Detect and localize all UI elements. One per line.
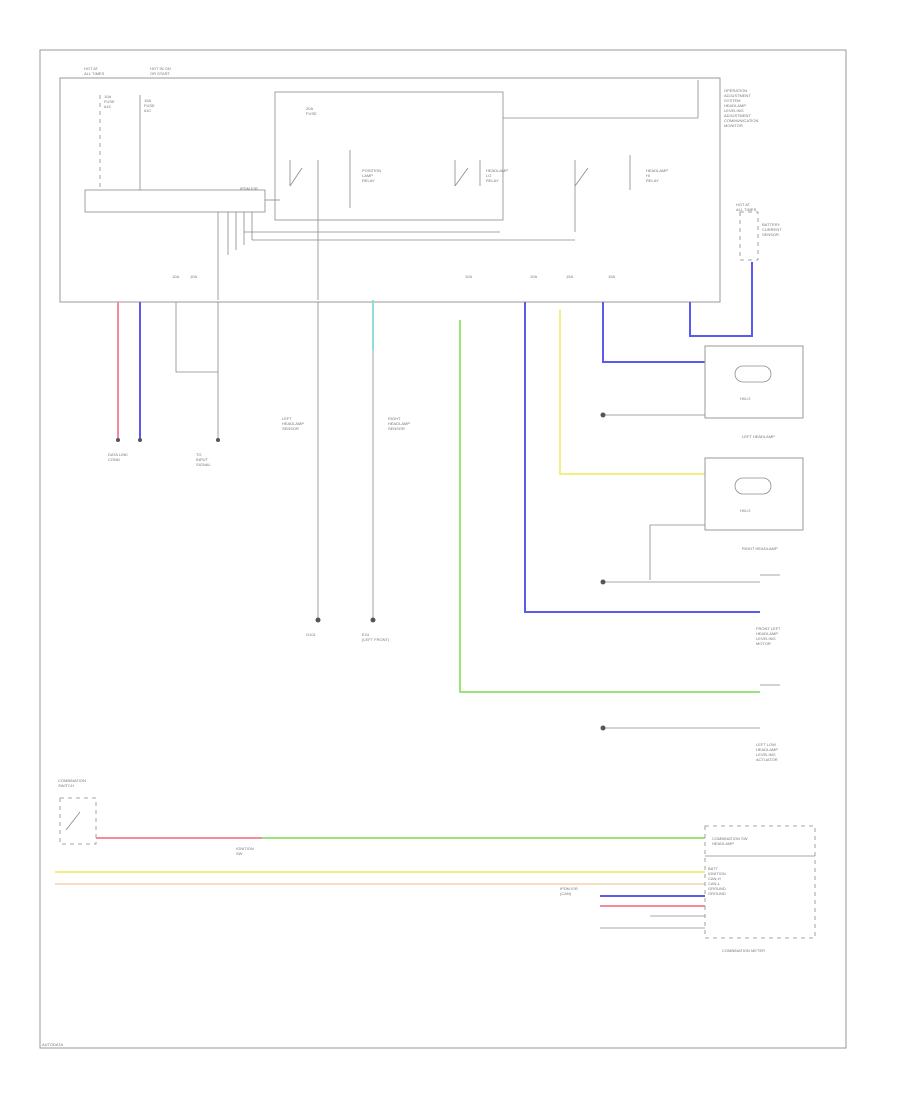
internal-bus	[84, 189, 266, 213]
label-fuse-b: 10A	[530, 274, 537, 279]
ground-g101	[315, 617, 321, 623]
label-e24: E24(LEFT FRONT)	[362, 632, 390, 642]
left-headlamp-bulb	[734, 365, 772, 383]
headlamp-lo-relay	[454, 160, 481, 187]
thin-wire-drop-1	[175, 302, 219, 440]
relay-enclosure	[274, 91, 504, 221]
blue-wire-4	[689, 262, 753, 337]
yellow-wire-1	[559, 310, 705, 475]
right-headlamp-bulb	[734, 477, 772, 495]
label-module-ctrl: IPDM E/R	[240, 186, 258, 191]
green-wire-long	[459, 320, 760, 693]
diagram-frame	[39, 49, 847, 1049]
blue-wire-2	[524, 302, 760, 613]
ground-e24	[370, 617, 376, 623]
module-box	[59, 77, 721, 303]
ground-motor-2	[600, 725, 606, 731]
label-fuse-a: 10A	[465, 274, 472, 279]
label-combination-meter: COMBINATION METER	[722, 948, 765, 953]
ground-headlamp	[600, 412, 606, 418]
label-fuse-e: 10A	[172, 274, 179, 279]
left-headlamp-box	[704, 345, 804, 419]
label-lo-1: HI/LO	[740, 396, 750, 401]
right-headlamp-box	[704, 457, 804, 531]
combo-switch-box	[59, 797, 97, 845]
headlamp-hi-relay	[574, 155, 631, 232]
ground-motor-1	[600, 579, 606, 585]
label-right-headlamp: RIGHT HEADLAMP	[742, 546, 778, 551]
label-left-headlamp: LEFT HEADLAMP	[742, 434, 775, 439]
label-g101: G101	[306, 632, 317, 637]
label-fuse-d: 15A	[608, 274, 615, 279]
label-fuse-f: 10A	[190, 274, 197, 279]
combination-meter-box	[704, 825, 816, 939]
label-lo-2: HI/LO	[740, 508, 750, 513]
label-ipdm-bottom: IPDM E/R(CAN)	[560, 886, 578, 896]
label-footer: AUTODATA	[42, 1042, 63, 1047]
position-relay	[289, 150, 351, 208]
battery-sensor-box	[739, 211, 759, 261]
blue-wire-3	[602, 302, 705, 363]
label-fuse-c: 15A	[566, 274, 573, 279]
